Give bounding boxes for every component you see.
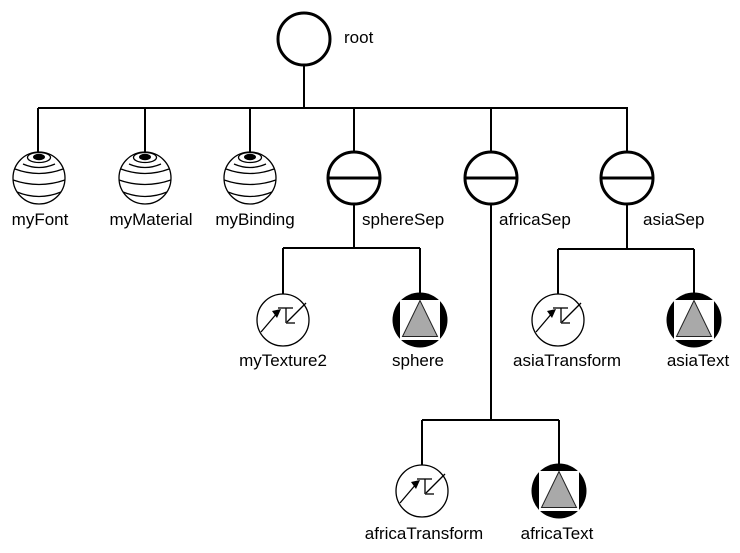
africasep-label: africaSep	[499, 210, 571, 229]
spheresep-separator-icon	[325, 150, 383, 206]
sphere-label: sphere	[392, 351, 444, 370]
africatext-shape-icon	[531, 463, 587, 519]
myfont-label: myFont	[12, 210, 69, 229]
africatransform-transform-icon	[395, 464, 449, 518]
asiatransform-label: asiaTransform	[513, 351, 621, 370]
mytexture2-transform-icon	[256, 293, 310, 347]
africatransform-label: africaTransform	[365, 524, 483, 543]
africatext-label: africaText	[521, 524, 594, 543]
asiatransform-transform-icon	[531, 293, 585, 347]
spheresep-label: sphereSep	[362, 210, 444, 229]
mybinding-label: myBinding	[215, 210, 294, 229]
node-labels: root myFont myMaterial myBinding sphereS…	[12, 28, 730, 543]
tree-connectors	[37, 65, 695, 467]
mymaterial-property-icon	[118, 151, 172, 205]
mybinding-property-icon	[223, 151, 277, 205]
mymaterial-label: myMaterial	[109, 210, 192, 229]
root-label: root	[344, 28, 374, 47]
africasep-separator-icon	[462, 150, 520, 206]
root-group-icon	[276, 11, 332, 67]
asiatext-label: asiaText	[667, 351, 730, 370]
sphere-shape-icon	[392, 292, 448, 348]
asiasep-label: asiaSep	[643, 210, 704, 229]
asiasep-separator-icon	[598, 150, 656, 206]
mytexture2-label: myTexture2	[239, 351, 327, 370]
asiatext-shape-icon	[666, 292, 722, 348]
myfont-property-icon	[12, 151, 66, 205]
node-icons	[12, 11, 722, 519]
